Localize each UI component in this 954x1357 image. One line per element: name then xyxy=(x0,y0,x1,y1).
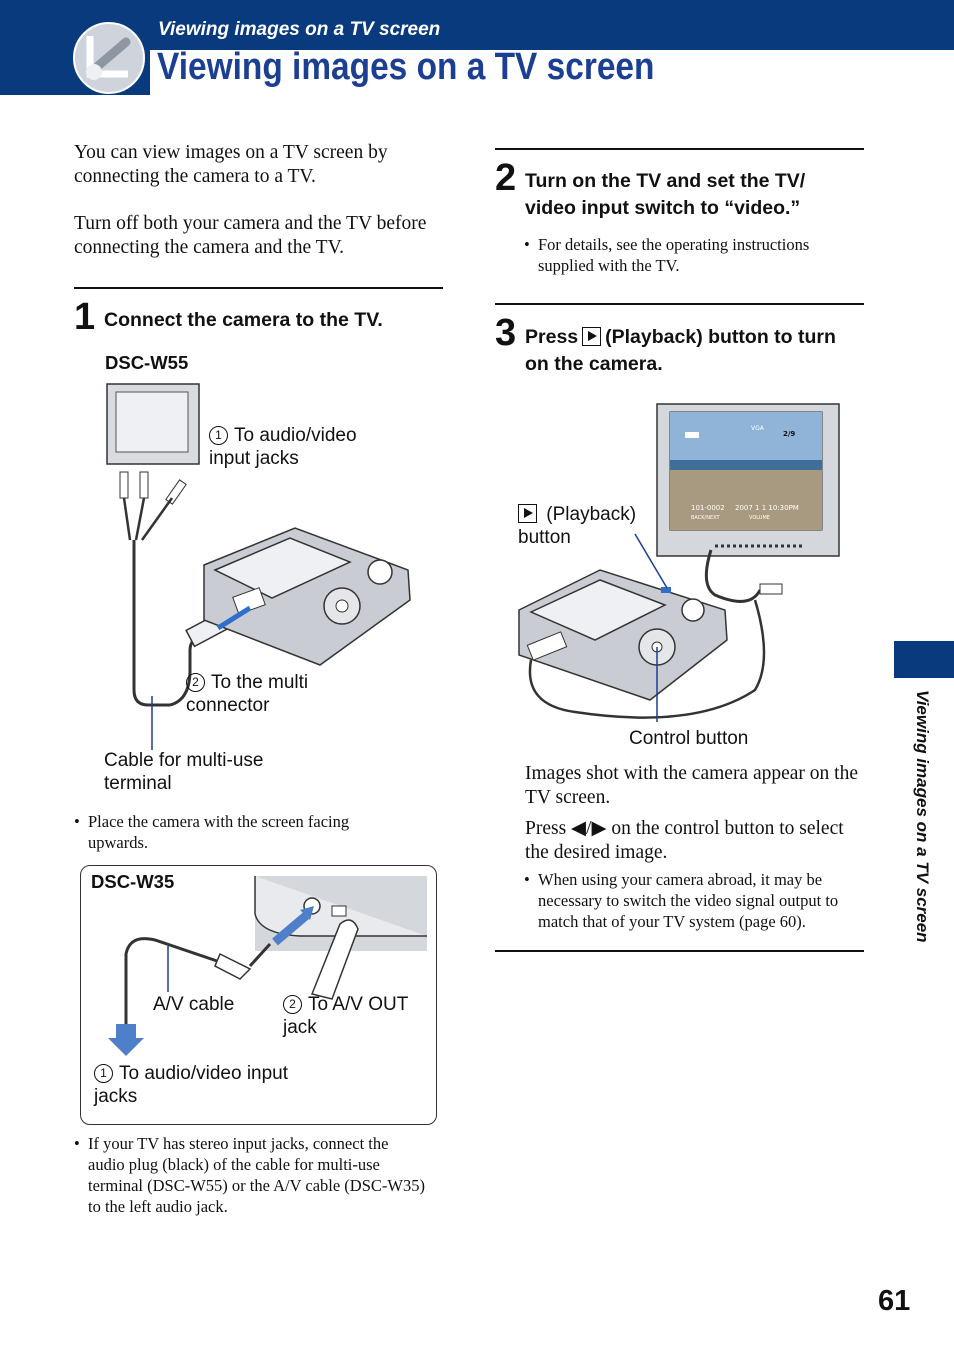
label-multi-text: To the multi connector xyxy=(186,672,309,716)
w35-connection-illustration xyxy=(108,876,427,1056)
step3-rule xyxy=(495,303,864,305)
step2-bullet: •For details, see the operating instruct… xyxy=(524,235,810,275)
tv-playback-illustration: VGA 2/9 101-0002 2007 1 1 10:30PM BACK/N… xyxy=(518,403,840,722)
playback-icon xyxy=(582,327,602,346)
step3-text: Press(Playback) button to turn on the ca… xyxy=(525,324,855,378)
step2-number: 2 xyxy=(495,157,517,199)
tv-vga-text: VGA xyxy=(751,425,765,432)
tv-nav-text: BACK/NEXT xyxy=(691,515,720,521)
tv-date-text: 2007 1 1 10:30PM xyxy=(735,504,799,512)
label-av-jacks-text: To audio/video input jacks xyxy=(209,425,357,469)
model-w35-label: DSC-W35 xyxy=(91,871,175,892)
label-w35-jacks-text: To audio/video input jacks xyxy=(94,1063,289,1107)
page-number: 61 xyxy=(878,1285,911,1317)
step2-rule xyxy=(495,148,864,150)
side-tab xyxy=(894,641,954,678)
step2-bullet-text: For details, see the operating instructi… xyxy=(538,235,810,275)
step3-bullet: •When using your camera abroad, it may b… xyxy=(524,870,839,931)
intro-paragraph-2: Turn off both your camera and the TV bef… xyxy=(74,213,427,258)
step3-paragraph-1: Images shot with the camera appear on th… xyxy=(525,763,858,808)
step1-text: Connect the camera to the TV. xyxy=(104,309,383,331)
label-av-out-text: To A/V OUT jack xyxy=(283,994,408,1038)
label-av-cable: A/V cable xyxy=(153,994,235,1015)
step1-number: 1 xyxy=(74,296,96,338)
header-band xyxy=(0,0,954,50)
label-playback-button: (Playback) button xyxy=(518,503,658,549)
step-circle-1: 1 xyxy=(209,426,228,445)
step3-text-after: (Playback) button to turn on the camera. xyxy=(525,326,836,375)
step3-text-before: Press xyxy=(525,326,579,348)
w35-box xyxy=(80,865,437,1125)
label-cable-multi-use: Cable for multi-use terminal xyxy=(104,750,264,794)
side-tab-text: Viewing images on a TV screen xyxy=(913,690,932,943)
step-circle-2: 2 xyxy=(186,673,205,692)
model-w55-label: DSC-W55 xyxy=(105,352,189,373)
tv-counter-text: 2/9 xyxy=(783,430,795,438)
header-logo-icon xyxy=(73,22,145,94)
section-title: Viewing images on a TV screen xyxy=(158,19,441,40)
bullet-stereo-text: If your TV has stereo input jacks, conne… xyxy=(88,1134,425,1216)
bullet-stereo: •If your TV has stereo input jacks, conn… xyxy=(74,1134,425,1216)
step-circle-2b: 2 xyxy=(283,995,302,1014)
step1-rule xyxy=(74,287,443,289)
playback-icon-label xyxy=(518,504,537,523)
page-title: Viewing images on a TV screen xyxy=(157,46,655,88)
tv-file-text: 101-0002 xyxy=(691,504,725,512)
step3-bottom-rule xyxy=(495,950,864,952)
tv-vol-text: VOLUME xyxy=(749,515,770,521)
bullet-facing: •Place the camera with the screen facing… xyxy=(74,812,350,852)
w55-connection-illustration xyxy=(106,383,411,750)
step3-bullet-text: When using your camera abroad, it may be… xyxy=(538,870,839,931)
step3-number: 3 xyxy=(495,312,517,354)
label-control-button: Control button xyxy=(629,728,749,749)
step-circle-1b: 1 xyxy=(94,1064,113,1083)
bullet-facing-text: Place the camera with the screen facing … xyxy=(88,812,350,852)
label-playback-text: (Playback) button xyxy=(518,504,637,548)
step2-text: Turn on the TV and set the TV/ video inp… xyxy=(525,170,806,219)
step3-paragraph-2: Press ◀/▶ on the control button to selec… xyxy=(525,818,844,863)
intro-paragraph-1: You can view images on a TV screen by co… xyxy=(74,142,388,187)
